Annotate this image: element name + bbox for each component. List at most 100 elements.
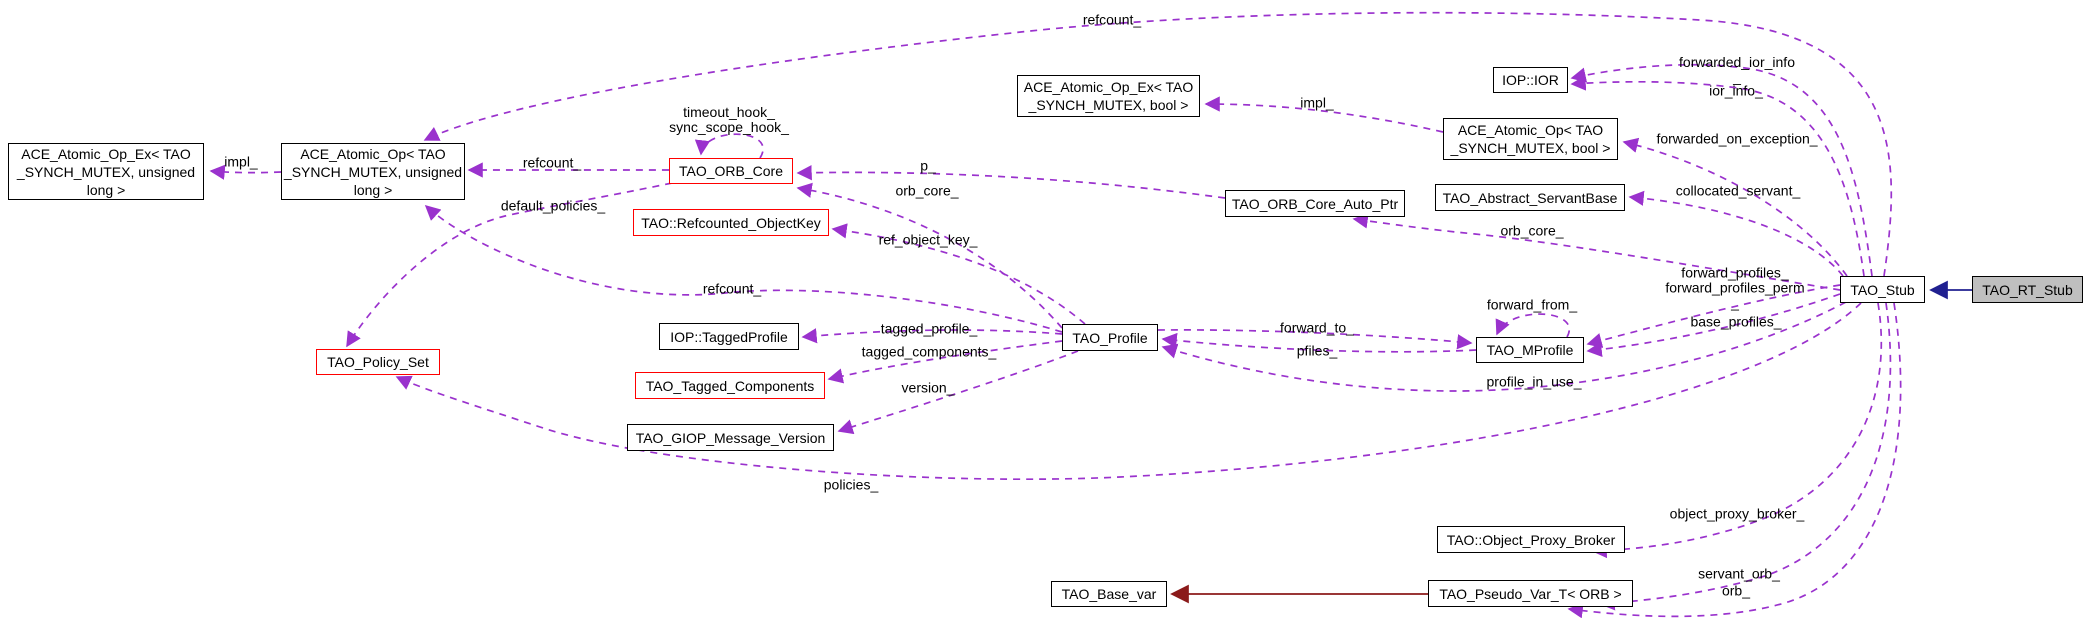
edge-collocated-servant <box>1628 190 1844 277</box>
edge-label-line: base_profiles_ <box>1690 313 1782 330</box>
edge-ior-info <box>1570 75 1865 277</box>
node-label-line: ACE_Atomic_Op_Ex< TAO <box>1023 79 1194 95</box>
node-iop-taggedprofile[interactable]: IOP::TaggedProfile <box>659 323 799 350</box>
node-label-line: _SYNCH_MUTEX, bool > <box>1450 140 1611 156</box>
edge-policies <box>395 302 1862 481</box>
edge-label-line: policies_ <box>823 476 879 493</box>
edge-orb-core-stub <box>1352 213 1841 291</box>
node-label-line: TAO_ORB_Core_Auto_Ptr <box>1231 195 1399 212</box>
edge-orb-core-profile <box>796 182 1063 329</box>
edge-label-line: forward_profiles_perm <box>1665 279 1805 296</box>
edge-label-tagged-components: tagged_components_ <box>862 344 997 360</box>
node-iop-ior[interactable]: IOP::IOR <box>1493 67 1568 93</box>
edge-label-line: ref_object_key_ <box>878 231 978 248</box>
node-label-line: TAO_Tagged_Components <box>645 377 815 394</box>
edge-refcount-profile <box>424 204 1063 333</box>
edge-label-line: orb_core_ <box>895 182 959 199</box>
node-label-line: IOP::TaggedProfile <box>670 328 788 345</box>
edge-forwarded-on-exception <box>1622 137 1848 277</box>
node-tao-profile[interactable]: TAO_Profile <box>1062 324 1158 351</box>
edge-label-line: sync_scope_hook_ <box>669 119 789 135</box>
node-ace-atomic-op-ex-bool[interactable]: ACE_Atomic_Op_Ex< TAO_SYNCH_MUTEX, bool … <box>1017 75 1200 117</box>
edge-label-line: collocated_servant_ <box>1675 182 1801 199</box>
node-tao-rt-stub[interactable]: TAO_RT_Stub <box>1972 276 2083 303</box>
edge-label-orb: orb_ <box>1722 583 1750 599</box>
node-tao-policy-set[interactable]: TAO_Policy_Set <box>316 349 440 375</box>
edge-p <box>796 165 1226 199</box>
edge-label-refcount-profile: refcount_ <box>703 281 761 297</box>
edge-label-line: impl_ <box>224 153 258 170</box>
edge-refcount-stub <box>423 11 1893 277</box>
edge-label-timeout-sync-scope-self: timeout_hook_sync_scope_hook_ <box>669 105 789 135</box>
edge-label-line: tagged_profile_ <box>880 320 978 337</box>
edge-label-line: forwarded_on_exception_ <box>1656 130 1818 147</box>
node-label-line: TAO_ORB_Core <box>679 163 783 179</box>
node-tao-pseudo-var-t-orb[interactable]: TAO_Pseudo_Var_T< ORB > <box>1428 580 1633 607</box>
edge-label-base-profiles: base_profiles_ <box>1690 313 1782 330</box>
edge-label-line: _ <box>1731 294 1739 311</box>
edge-tagged-components <box>827 340 1063 384</box>
node-tao-base-var[interactable]: TAO_Base_var <box>1051 581 1167 607</box>
edge-label-line: forward_to_ <box>1280 319 1354 336</box>
node-ace-atomic-op-ulong[interactable]: ACE_Atomic_Op< TAO_SYNCH_MUTEX, unsigned… <box>281 143 465 200</box>
edge-label-forward-from-self: forward_from_ <box>1487 297 1577 313</box>
edge-label-forward-profiles: forward_profiles_forward_profiles_perm_ <box>1665 264 1805 311</box>
node-tao-orb-core[interactable]: TAO_ORB_Core <box>669 158 793 184</box>
node-label-line: TAO::Refcounted_ObjectKey <box>641 214 821 231</box>
edge-label-ior-info: ior_info_ <box>1709 83 1763 99</box>
edge-label-orb-core-profile: orb_core_ <box>895 182 959 199</box>
node-tao-mprofile[interactable]: TAO_MProfile <box>1476 337 1584 363</box>
node-label-line: _SYNCH_MUTEX, unsigned <box>283 163 463 180</box>
edge-label-forwarded-on-exception: forwarded_on_exception_ <box>1656 130 1818 147</box>
edge-label-line: refcount_ <box>1082 11 1142 28</box>
edge-forwarded-ior-info <box>1570 63 1873 277</box>
node-tao-giop-message-version[interactable]: TAO_GIOP_Message_Version <box>627 424 834 451</box>
edge-label-line: _ <box>1733 69 1741 85</box>
edge-timeout-sync-scope-self <box>694 133 764 159</box>
node-tao-stub[interactable]: TAO_Stub <box>1840 276 1925 303</box>
edge-label-line: p_ <box>920 157 936 174</box>
node-ace-atomic-op-bool[interactable]: ACE_Atomic_Op< TAO _SYNCH_MUTEX, bool > <box>1443 118 1618 160</box>
edge-label-refcount-orb-core: refcount_ <box>523 155 581 171</box>
node-tao-tagged-components[interactable]: TAO_Tagged_Components <box>635 372 825 399</box>
node-label-line: TAO_GIOP_Message_Version <box>635 429 826 446</box>
edge-forward-from-self <box>1495 313 1571 338</box>
edge-label-impl-ulong: impl_ <box>224 153 258 170</box>
node-label-line: long > <box>86 181 126 198</box>
edge-impl-ulong <box>209 164 282 180</box>
node-tao-object-proxy-broker[interactable]: TAO::Object_Proxy_Broker <box>1437 526 1625 553</box>
node-label-line: ACE_Atomic_Op_Ex< TAO <box>21 145 191 162</box>
node-label-line: TAO_MProfile <box>1486 342 1574 358</box>
node-tao-orb-core-auto-ptr[interactable]: TAO_ORB_Core_Auto_Ptr <box>1225 190 1405 217</box>
edge-label-collocated-servant: collocated_servant_ <box>1675 182 1801 199</box>
edge-label-tagged-profile: tagged_profile_ <box>880 320 978 337</box>
node-label-line: IOP::IOR <box>1502 72 1559 88</box>
edge-label-policies: policies_ <box>823 476 879 493</box>
node-label-line: TAO_Stub <box>1850 281 1915 298</box>
node-ace-atomic-op-ex-ulong[interactable]: ACE_Atomic_Op_Ex< TAO_SYNCH_MUTEX, unsig… <box>8 143 204 200</box>
edge-label-orb-core-stub: orb_core_ <box>1500 223 1563 239</box>
edge-label-pfiles: pfiles_ <box>1297 343 1337 359</box>
node-label-line: ACE_Atomic_Op< TAO <box>1457 122 1604 138</box>
edge-ref-object-key <box>831 223 1086 325</box>
edge-default-policies <box>346 182 673 348</box>
edge-label-default-policies: default_policies_ <box>501 198 605 214</box>
edge-label-forward-to: forward_to_ <box>1280 319 1354 336</box>
node-tao-abstract-servantbase[interactable]: TAO_Abstract_ServantBase <box>1435 184 1625 211</box>
edge-impl-bool <box>1204 96 1444 133</box>
edge-object-proxy-broker <box>1591 302 1883 559</box>
node-label-line: TAO_RT_Stub <box>1982 281 2073 298</box>
edge-servant-orb <box>1599 302 1892 611</box>
edge-label-line: servant_orb_ <box>1698 565 1780 582</box>
node-tao-refcounted-objectkey[interactable]: TAO::Refcounted_ObjectKey <box>633 209 829 236</box>
edge-label-forwarded-ior-info: forwarded_ior_info_ <box>1679 55 1795 85</box>
edge-label-version: version_ <box>902 380 955 396</box>
edge-label-line: forward_profiles_ <box>1681 264 1789 281</box>
edge-label-object-proxy-broker: object_proxy_broker_ <box>1670 506 1805 522</box>
node-label-line: _SYNCH_MUTEX, unsigned <box>16 163 196 180</box>
edge-label-profile-in-use: profile_in_use_ <box>1487 374 1582 390</box>
edge-label-ref-object-key: ref_object_key_ <box>878 231 978 248</box>
edge-forward-to <box>1157 329 1473 350</box>
edge-version <box>837 350 1079 435</box>
